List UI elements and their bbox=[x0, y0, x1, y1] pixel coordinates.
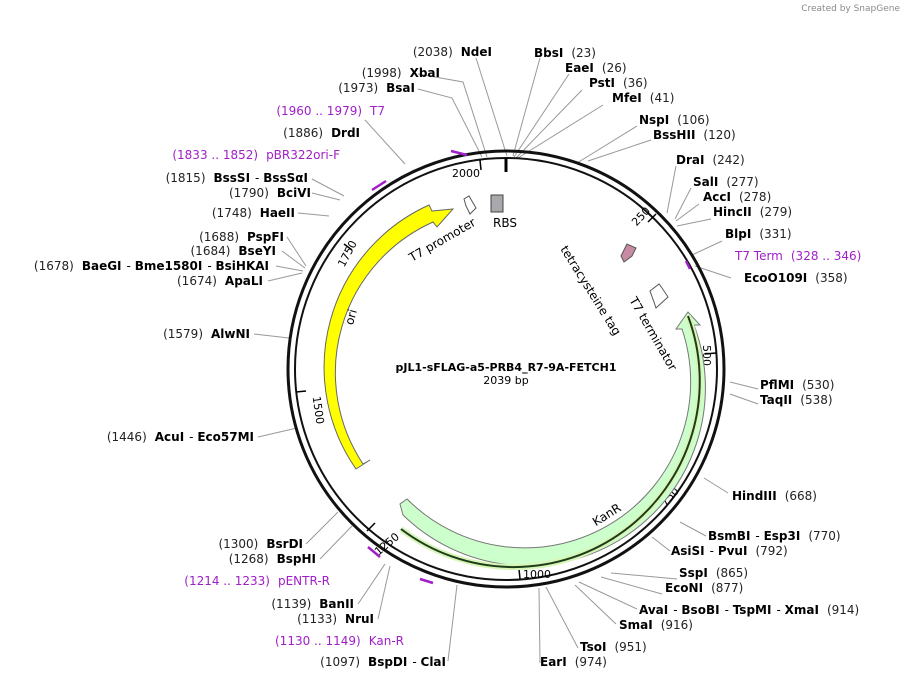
tick-label-2000: 2000 bbox=[452, 167, 480, 180]
site-pspfi: (1688)PspFI bbox=[199, 230, 284, 244]
ori-label: ori bbox=[342, 308, 360, 327]
site-banii: (1139)BanII bbox=[271, 597, 354, 611]
site-bsrdi: (1300)BsrDI bbox=[218, 537, 303, 551]
primer-pentr-r: (1214 .. 1233)pENTR-R bbox=[184, 574, 330, 588]
site-alwni: (1579)AlwNI bbox=[163, 327, 250, 341]
primer-t7-term: T7 Term(328 .. 346) bbox=[734, 249, 861, 263]
tetracysteine-tag-label: tetracysteine tag bbox=[557, 243, 623, 338]
plasmid-name: pJL1-sFLAG-a5-PRB4_R7-9A-FETCH1 bbox=[396, 361, 617, 374]
site-tsoi: TsoI(951) bbox=[580, 640, 647, 654]
site-blpi: BlpI(331) bbox=[725, 227, 792, 241]
site-bsphi: (1268)BspHI bbox=[229, 552, 316, 566]
site-bsshii: BssHII(120) bbox=[653, 128, 736, 142]
site-drai: DraI(242) bbox=[676, 153, 745, 167]
rbs-label: RBS bbox=[493, 216, 517, 230]
site-baegi: (1678)BaeGI- Bme1580I- BsiHKAI bbox=[34, 259, 269, 273]
t7-primer-bar bbox=[450, 149, 468, 157]
site-bseyi: (1684)BseYI bbox=[191, 244, 277, 258]
site-pflmi: PflMI(530) bbox=[760, 378, 834, 392]
site-hincii: HincII(279) bbox=[713, 205, 792, 219]
site-nrui: (1133)NruI bbox=[297, 612, 374, 626]
primer-t7: (1960 .. 1979)T7 bbox=[276, 104, 385, 118]
site-acui: (1446)AcuI- Eco57MI bbox=[107, 430, 254, 444]
site-sspi: SspI(865) bbox=[679, 566, 748, 580]
site-econi: EcoNI(877) bbox=[665, 581, 743, 595]
site-avai: AvaI- BsoBI- TspMI- XmaI(914) bbox=[639, 603, 859, 617]
rbs-feature bbox=[490, 194, 504, 213]
site-acci: AccI(278) bbox=[703, 190, 771, 204]
site-bsmbi: BsmBI- Esp3I(770) bbox=[708, 529, 841, 543]
site-bcivi: (1790)BciVI bbox=[229, 186, 311, 200]
site-psti: PstI(36) bbox=[589, 76, 648, 90]
primer-bars bbox=[367, 149, 692, 585]
backbone-outer bbox=[286, 149, 726, 589]
pbr322ori-f-primer-bar bbox=[371, 179, 387, 192]
leader-lines bbox=[253, 57, 759, 664]
plasmid-size: 2039 bp bbox=[483, 374, 528, 387]
site-ecoo109i: EcoO109I(358) bbox=[744, 271, 848, 285]
site-bbsi: BbsI(23) bbox=[534, 46, 596, 60]
primer-pbr322ori-f: (1833 .. 1852)pBR322ori-F bbox=[172, 148, 340, 162]
site-ndei: (2038)NdeI bbox=[413, 45, 492, 59]
t7-terminator-label: T7 terminator bbox=[626, 294, 680, 373]
tick-label-1500: 1500 bbox=[310, 395, 327, 425]
site-bspdi: (1097)BspDI- ClaI bbox=[320, 655, 446, 669]
site-xbai: (1998)XbaI bbox=[362, 66, 440, 80]
site-sali: SalI(277) bbox=[693, 175, 759, 189]
ori-feature bbox=[323, 204, 455, 470]
t7-term-primer-bar bbox=[684, 260, 692, 270]
site-hindiii: HindIII(668) bbox=[732, 489, 817, 503]
pentr-r-primer-bar bbox=[367, 546, 381, 558]
primer-kan-r: (1130 .. 1149)Kan-R bbox=[275, 634, 404, 648]
site-drdi: (1886)DrdI bbox=[283, 126, 360, 140]
kanr-orf-line bbox=[400, 315, 701, 569]
t7-promoter-feature bbox=[463, 195, 477, 215]
site-eari: EarI(974) bbox=[540, 655, 607, 669]
site-taqii: TaqII(538) bbox=[760, 393, 833, 407]
site-nspi: NspI(106) bbox=[639, 113, 710, 127]
site-bsai: (1973)BsaI bbox=[338, 81, 415, 95]
kan-r-primer-bar bbox=[419, 577, 434, 585]
site-haeii: (1748)HaeII bbox=[212, 206, 295, 220]
tick-label-1000: 1000 bbox=[523, 568, 551, 581]
site-asisi: AsiSI- PvuI(792) bbox=[671, 544, 788, 558]
site-bsssi: (1815)BssSI- BssSαI bbox=[166, 171, 308, 185]
site-mfei: MfeI(41) bbox=[612, 91, 674, 105]
tick-label-250: 250 bbox=[629, 204, 653, 228]
site-apali: (1674)ApaLI bbox=[177, 274, 263, 288]
site-eaei: EaeI(26) bbox=[565, 61, 627, 75]
tetracysteine-tag-feature bbox=[620, 243, 637, 263]
site-smai: SmaI(916) bbox=[619, 618, 693, 632]
snapgene-credit: Created by SnapGene bbox=[801, 4, 900, 14]
t7-terminator-feature bbox=[649, 283, 669, 309]
